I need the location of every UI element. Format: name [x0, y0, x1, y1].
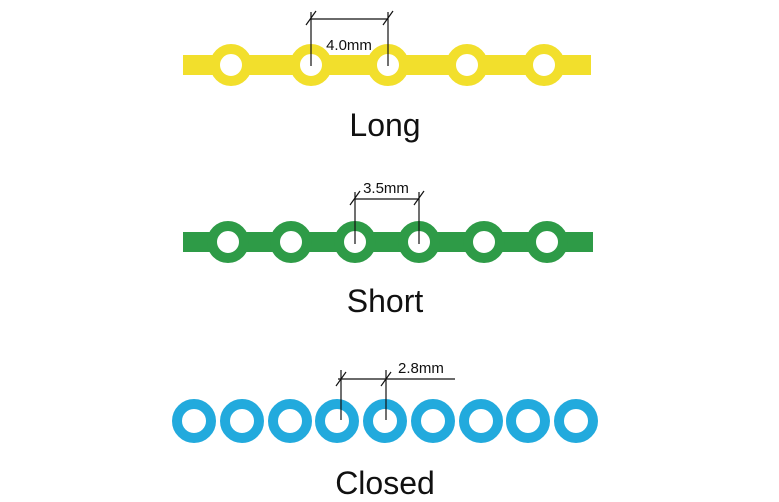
chain-closed-ring — [459, 399, 503, 443]
dimension-closed-label: 2.8mm — [398, 360, 444, 377]
chain-closed-ring — [363, 399, 407, 443]
chain-closed-ring — [506, 399, 550, 443]
chain-short-label: Short — [347, 283, 424, 319]
dimension-short: 3.5mm — [349, 180, 425, 244]
chain-closed-ring — [411, 399, 455, 443]
chain-closed-ring — [315, 399, 359, 443]
chain-short-ring — [207, 221, 249, 263]
chain-closed-ring — [268, 399, 312, 443]
chain-short-ring — [463, 221, 505, 263]
chain-long-ring — [523, 44, 565, 86]
chain-short: 3.5mm Short — [183, 180, 593, 319]
chain-closed: 2.8mm Closed — [172, 360, 598, 501]
dimension-short-label: 3.5mm — [363, 180, 409, 197]
chain-long-ring — [446, 44, 488, 86]
dimension-long-label: 4.0mm — [326, 37, 372, 54]
chain-long: 4.0mm Long — [183, 10, 591, 143]
chain-closed-label: Closed — [335, 465, 435, 501]
chain-closed-ring — [172, 399, 216, 443]
dimension-long: 4.0mm — [305, 10, 394, 66]
chain-short-ring — [526, 221, 568, 263]
chain-short-ring — [270, 221, 312, 263]
chain-long-ring — [210, 44, 252, 86]
chain-closed-ring — [554, 399, 598, 443]
dimension-closed: 2.8mm — [335, 360, 455, 420]
chain-closed-ring — [220, 399, 264, 443]
chain-long-label: Long — [349, 107, 420, 143]
